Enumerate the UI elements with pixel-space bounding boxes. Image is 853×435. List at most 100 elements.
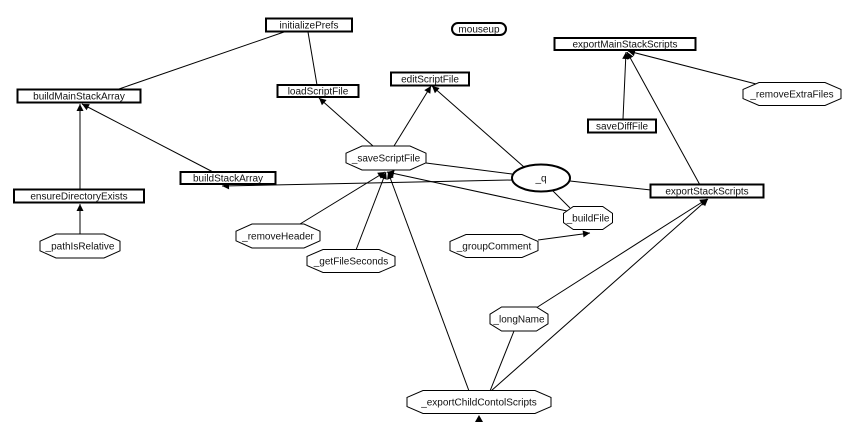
node-save-script-file[interactable]: _saveScriptFile (345, 145, 427, 171)
node-label: _groupComment (456, 242, 532, 253)
box-shape (13, 188, 145, 204)
node-label: _removeHeader (241, 232, 314, 243)
edge-line (355, 171, 387, 251)
edge-line (387, 171, 470, 392)
arrowhead-icon (424, 86, 431, 94)
node-get-file-seconds[interactable]: _getFileSeconds (306, 249, 396, 273)
edge-line (431, 85, 525, 168)
edge-line (307, 31, 318, 86)
node-remove-header[interactable]: _removeHeader (235, 223, 321, 249)
arrowhead-icon (700, 199, 708, 207)
node-load-script-file[interactable]: loadScriptFile (276, 84, 360, 98)
node-export-child-contol-scripts[interactable]: _exportChildContolScripts (406, 390, 552, 414)
edge-line (425, 162, 513, 175)
node-path-is-relative[interactable]: _pathIsRelative (39, 233, 121, 259)
arrowhead-icon (377, 172, 385, 179)
node-edit-script-file[interactable]: editScriptFile (390, 71, 470, 87)
box-shape (553, 37, 697, 51)
edge-exportChildContolScripts-to-saveScriptFile (387, 171, 470, 392)
node-label: ensureDirectoryExists (30, 192, 127, 203)
edge-line (626, 51, 701, 186)
node-label: initializePrefs (280, 21, 339, 32)
edge-line (489, 330, 515, 392)
node-q[interactable]: _q (511, 163, 571, 193)
node-build-main-stack-array[interactable]: buildMainStackArray (16, 88, 142, 104)
node-label: editScriptFile (401, 75, 459, 86)
arrowhead-icon (319, 98, 327, 106)
octagon-shape (306, 249, 396, 273)
edge-exportChildContolScripts-to-exportStackScripts (490, 198, 709, 392)
node-ensure-directory-exists[interactable]: ensureDirectoryExists (13, 188, 145, 204)
edge-line (535, 198, 708, 309)
arrowhead-icon (76, 104, 84, 111)
octagon-shape (406, 390, 552, 414)
node-build-file[interactable]: _buildFile (563, 206, 613, 230)
edge-line (569, 180, 652, 191)
node-label: _longName (492, 315, 545, 326)
node-label: buildStackArray (193, 174, 263, 185)
edge-exportChildContolScripts-to-exportChildContolScripts (475, 415, 483, 422)
edge-initializePrefs-to-buildMainStackArray (115, 31, 285, 91)
arrowhead-icon (387, 172, 394, 180)
box-shape (179, 171, 277, 185)
arrowhead-icon (387, 170, 395, 177)
box-shape (276, 84, 360, 98)
nodes-layer: initializePrefs mouseup exportMainStackScr… (13, 17, 842, 414)
node-remove-extra-files[interactable]: _removeExtraFiles (742, 82, 842, 106)
node-label: exportStackScripts (665, 187, 748, 198)
edge-line (299, 171, 386, 225)
edge-q-to-buildFile (552, 190, 571, 209)
box-shape (649, 183, 765, 199)
arrowhead-icon (627, 52, 634, 60)
edge-saveDiffFile-to-exportMainStackScripts (622, 51, 630, 120)
node-label: _saveScriptFile (351, 154, 421, 165)
node-label: _removeExtraFiles (749, 90, 833, 101)
edge-initializePrefs-to-loadScriptFile (307, 31, 318, 86)
edge-exportStackScripts-to-exportMainStackScripts (626, 51, 701, 186)
edge-line (81, 103, 214, 173)
octagon-shape (345, 145, 427, 171)
edge-line (490, 198, 709, 392)
node-mouseup[interactable]: mouseup (451, 22, 507, 36)
edge-line (386, 171, 568, 212)
edge-saveScriptFile-to-loadScriptFile (318, 97, 374, 147)
node-save-diff-file[interactable]: saveDiffFile (587, 118, 657, 134)
edge-saveScriptFile-to-editScriptFile (393, 85, 432, 147)
arrowhead-icon (432, 86, 440, 94)
arrowhead-icon (380, 172, 387, 180)
node-label: exportMainStackScripts (572, 40, 677, 51)
node-long-name[interactable]: _longName (489, 306, 549, 332)
edge-ensureDirectoryExists-to-buildMainStackArray (76, 104, 84, 190)
node-label: _buildFile (566, 214, 610, 225)
edge-buildFile-to-saveScriptFile (386, 170, 568, 212)
edge-line (552, 190, 571, 209)
edge-line (622, 51, 627, 120)
edge-groupComment-to-buildFile (537, 230, 591, 241)
box-shape (587, 118, 657, 134)
arrowhead-icon (82, 104, 90, 111)
edge-line (537, 232, 591, 241)
node-initialize-prefs[interactable]: initializePrefs (265, 17, 353, 33)
node-group-comment[interactable]: _groupComment (449, 234, 539, 258)
node-label: mouseup (458, 25, 500, 36)
edge-line (318, 97, 374, 147)
octagon-shape (235, 223, 321, 249)
node-build-stack-array[interactable]: buildStackArray (179, 171, 277, 185)
octagon-shape (563, 206, 613, 230)
node-label: saveDiffFile (596, 122, 648, 133)
arrowhead-icon (76, 204, 84, 211)
node-export-stack-scripts[interactable]: exportStackScripts (649, 183, 765, 199)
pill-shape (451, 22, 507, 36)
box-shape (16, 88, 142, 104)
edge-line (393, 85, 432, 147)
node-export-main-stack-scripts[interactable]: exportMainStackScripts (553, 37, 697, 51)
arrowhead-icon (475, 415, 483, 422)
edge-line (115, 31, 285, 91)
edge-line (627, 50, 761, 86)
node-label: _pathIsRelative (45, 242, 115, 253)
node-label: _exportChildContolScripts (420, 398, 537, 409)
octagon-shape (449, 234, 539, 258)
edges-layer (76, 31, 761, 422)
edge-exportChildContolScripts-to-longName (489, 330, 515, 392)
